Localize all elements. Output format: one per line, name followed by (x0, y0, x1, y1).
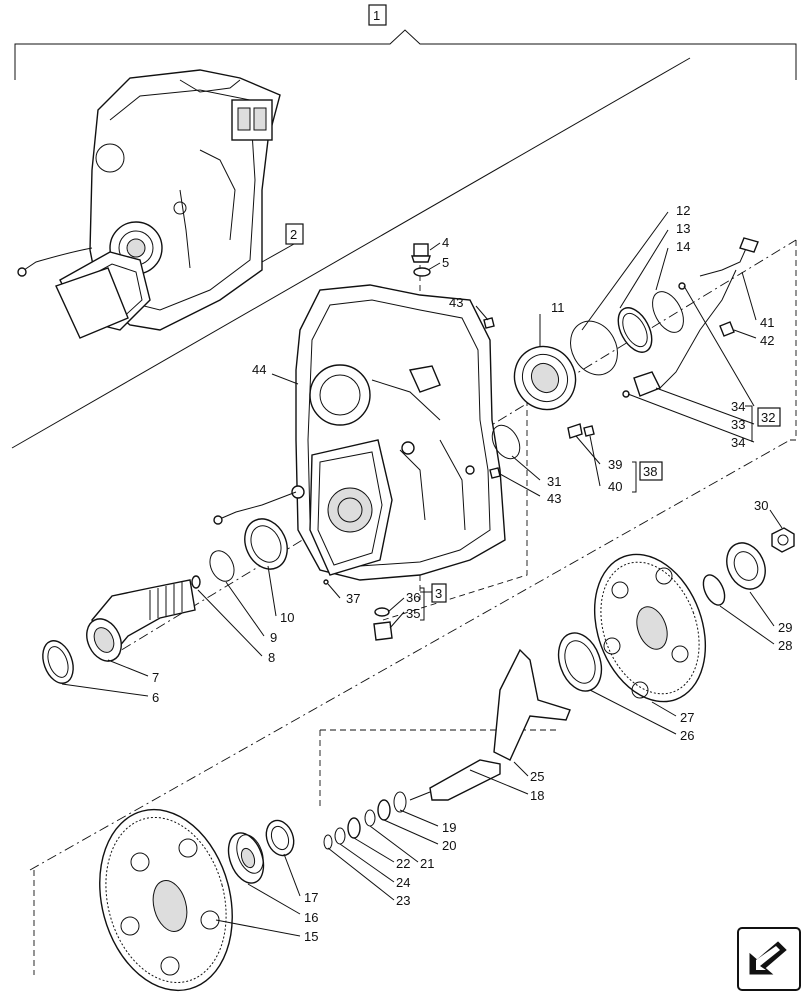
part-16-pinion[interactable] (222, 828, 270, 888)
part-8-snap-ring[interactable] (191, 575, 201, 589)
label-13[interactable]: 13 (676, 221, 690, 236)
part-19-snap-ring[interactable] (393, 791, 407, 813)
part-10-seal[interactable] (237, 512, 295, 576)
part-36-washer[interactable] (374, 607, 390, 617)
part-21-washer[interactable] (364, 809, 376, 827)
label-22[interactable]: 22 (396, 856, 410, 871)
label-10[interactable]: 10 (280, 610, 294, 625)
label-25[interactable]: 25 (530, 769, 544, 784)
label-41[interactable]: 41 (760, 315, 774, 330)
label-35[interactable]: 35 (406, 606, 420, 621)
part-13-ring[interactable] (611, 302, 658, 358)
part-7-shaft[interactable] (80, 579, 196, 667)
label-43-upper[interactable]: 43 (449, 295, 463, 310)
part-31-oring[interactable] (487, 420, 526, 463)
label-20[interactable]: 20 (442, 838, 456, 853)
svg-text:1: 1 (373, 8, 380, 23)
part-23-snap-ring[interactable] (323, 834, 333, 850)
label-31[interactable]: 31 (547, 474, 561, 489)
label-37[interactable]: 37 (346, 591, 360, 606)
label-19[interactable]: 19 (442, 820, 456, 835)
assembly-bracket (14, 29, 797, 80)
part-4-plug[interactable] (411, 243, 431, 263)
part-18-shaft[interactable] (409, 759, 501, 801)
part-15-large-gear[interactable] (80, 795, 251, 1000)
part-17-bushing[interactable] (262, 817, 299, 860)
label-9[interactable]: 9 (270, 630, 277, 645)
part-27-large-gear[interactable] (575, 539, 725, 717)
part-41-sensor-harness[interactable] (633, 237, 759, 397)
callout-38[interactable]: 38 (639, 461, 663, 481)
label-34-lower[interactable]: 34 (731, 435, 745, 450)
label-5[interactable]: 5 (442, 255, 449, 270)
label-34-upper[interactable]: 34 (731, 399, 745, 414)
label-36[interactable]: 36 (406, 590, 420, 605)
axis-bracket (33, 240, 797, 975)
part-34-fitting-upper[interactable] (678, 282, 686, 290)
label-6[interactable]: 6 (152, 690, 159, 705)
label-12[interactable]: 12 (676, 203, 690, 218)
label-27[interactable]: 27 (680, 710, 694, 725)
label-7[interactable]: 7 (152, 670, 159, 685)
label-40[interactable]: 40 (608, 479, 622, 494)
svg-text:2: 2 (290, 227, 297, 242)
part-43-pin-upper[interactable] (483, 317, 495, 329)
callout-32[interactable]: 32 (757, 407, 781, 427)
part-42-bolt[interactable] (719, 321, 735, 337)
label-11[interactable]: 11 (551, 300, 565, 315)
part-22-spacer[interactable] (347, 817, 361, 839)
label-33[interactable]: 33 (731, 417, 745, 432)
part-6-ring-gear[interactable] (37, 637, 78, 688)
part-40-washer[interactable] (583, 425, 595, 437)
label-16[interactable]: 16 (304, 910, 318, 925)
label-44[interactable]: 44 (252, 362, 266, 377)
label-24[interactable]: 24 (396, 875, 410, 890)
svg-text:32: 32 (761, 410, 775, 425)
label-14[interactable]: 14 (676, 239, 690, 254)
part-14-snap-ring[interactable] (646, 286, 690, 337)
part-25-shift-fork[interactable] (493, 648, 571, 761)
part-29-bearing[interactable] (720, 537, 773, 596)
leader-lines (61, 211, 783, 937)
label-26[interactable]: 26 (680, 728, 694, 743)
label-18[interactable]: 18 (530, 788, 544, 803)
part-5-washer[interactable] (413, 267, 431, 277)
label-29[interactable]: 29 (778, 620, 792, 635)
svg-text:38: 38 (643, 464, 657, 479)
part-39-plug[interactable] (567, 423, 583, 439)
main-housing[interactable] (213, 284, 506, 581)
svg-text:3: 3 (435, 586, 442, 601)
label-8[interactable]: 8 (268, 650, 275, 665)
part-12-snap-ring[interactable] (561, 313, 626, 383)
navigation-arrow-icon[interactable] (737, 927, 801, 991)
callout-1[interactable]: 1 (368, 4, 387, 26)
part-37-dowel[interactable] (323, 579, 329, 585)
label-21[interactable]: 21 (420, 856, 434, 871)
inset-separator-line (11, 57, 691, 449)
label-30[interactable]: 30 (754, 498, 768, 513)
label-39[interactable]: 39 (608, 457, 622, 472)
label-28[interactable]: 28 (778, 638, 792, 653)
callout-labels: 4 5 43 11 12 13 14 41 42 34 33 34 44 39 … (152, 203, 792, 944)
part-11-bearing[interactable] (503, 335, 587, 420)
label-4[interactable]: 4 (442, 235, 449, 250)
callout-3[interactable]: 3 (431, 583, 447, 603)
part-9-oring[interactable] (205, 547, 238, 585)
part-30-nut[interactable] (771, 527, 795, 553)
part-43-pin-lower[interactable] (489, 467, 501, 479)
part-35-drain-plug[interactable] (373, 621, 393, 641)
inset-transmission-assembly[interactable] (17, 69, 281, 339)
label-15[interactable]: 15 (304, 929, 318, 944)
label-23[interactable]: 23 (396, 893, 410, 908)
label-17[interactable]: 17 (304, 890, 318, 905)
axis-lower (29, 439, 791, 871)
part-28-washer[interactable] (699, 572, 729, 609)
label-43-lower[interactable]: 43 (547, 491, 561, 506)
part-20-bearing[interactable] (377, 799, 391, 821)
part-24-ring[interactable] (334, 827, 346, 845)
callout-2[interactable]: 2 (285, 223, 304, 245)
label-42[interactable]: 42 (760, 333, 774, 348)
